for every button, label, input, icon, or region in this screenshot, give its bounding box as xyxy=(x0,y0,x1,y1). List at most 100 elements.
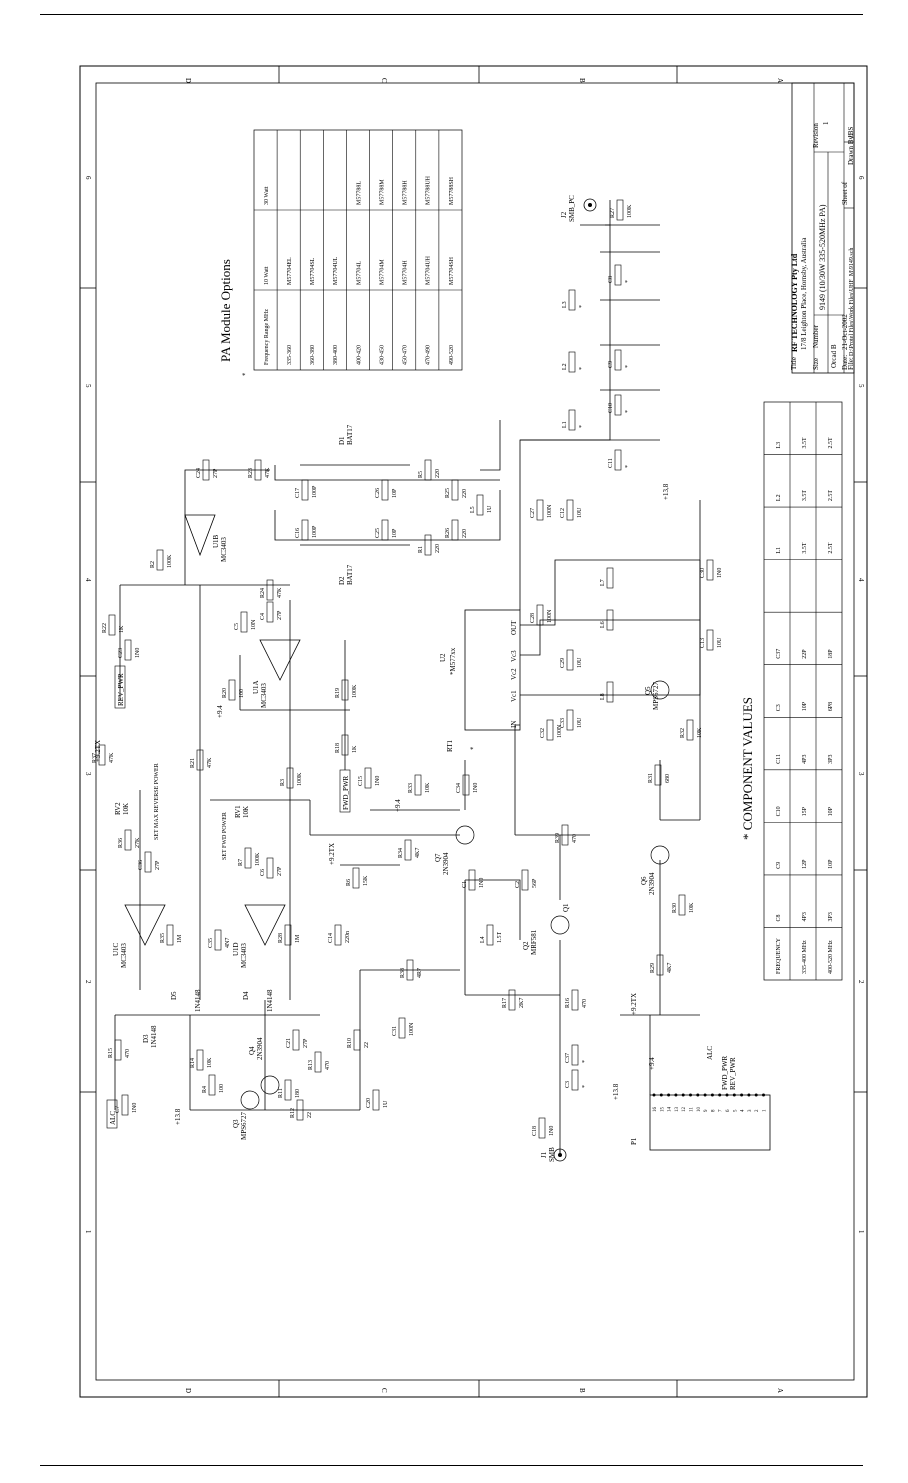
part-value-r30: 10K xyxy=(689,902,695,913)
part-value-c8: * xyxy=(625,280,631,283)
part-body-r34 xyxy=(404,839,412,861)
q5-ref: Q5 xyxy=(644,686,652,695)
u2-pin-vc2: Vc2 xyxy=(510,668,518,680)
part-body-r17 xyxy=(508,989,516,1011)
options-cell: M57788H xyxy=(403,180,409,205)
op-amps: U1B MC3403 U1A MC3403 U1C MC3403 U1D MC3… xyxy=(112,514,301,968)
net-92tx-b: +9.2TX xyxy=(328,843,336,865)
p1-pin-dot xyxy=(725,1093,729,1097)
net-rev-conn: REV_PWR xyxy=(729,1057,737,1090)
part-value-c18: 1N0 xyxy=(549,1126,555,1136)
part-body-c12 xyxy=(566,499,574,521)
part-body-r14 xyxy=(196,1049,204,1071)
part-value-r12: 22 xyxy=(307,1112,313,1118)
part-value-r14: 10K xyxy=(207,1057,213,1068)
rv1-val: 10K xyxy=(242,806,250,818)
part-ref-l8: L8 xyxy=(600,693,606,700)
u2-part: *M577xx xyxy=(449,647,457,675)
part-body-r32 xyxy=(686,719,694,741)
part-value-r38: 4R7 xyxy=(417,968,423,978)
net-alc-left: ALC xyxy=(109,1111,117,1125)
p1-pin-label: 11 xyxy=(690,1107,695,1112)
part-ref-c4: C4 xyxy=(260,613,266,620)
zone-col-l-4: 3 xyxy=(84,772,92,776)
part-ref-r15: R15 xyxy=(108,1048,114,1058)
part-ref-l5: L5 xyxy=(470,506,476,513)
part-body-r38 xyxy=(406,959,414,981)
options-cell: M57704SH xyxy=(449,256,455,285)
options-cell: M57704SL xyxy=(310,257,316,285)
part-body-r25 xyxy=(451,479,459,501)
zone-col-l-2: 5 xyxy=(84,384,92,388)
p1-pin-dot xyxy=(754,1093,758,1097)
part-body-r26 xyxy=(451,519,459,541)
part-ref-c5: C5 xyxy=(234,623,240,630)
part-value-l3: * xyxy=(579,305,585,308)
net-rev-left: REV_PWR xyxy=(117,673,125,706)
part-ref-r36: R36 xyxy=(118,838,124,848)
zone-col-r-5: 2 xyxy=(857,980,865,984)
u2-pin-vc3: Vc3 xyxy=(510,650,518,662)
part-body-c27 xyxy=(536,499,544,521)
top-rule xyxy=(40,14,863,15)
values-cell: 10P xyxy=(828,806,834,816)
d5-ref: D5 xyxy=(170,991,178,1000)
part-body-r33 xyxy=(414,774,422,796)
part-value-c4: 27P xyxy=(277,610,283,620)
part-value-r17: 2K7 xyxy=(519,998,525,1008)
zone-col-r-4: 3 xyxy=(857,772,865,776)
net-94-a: +9.4 xyxy=(216,705,224,718)
part-value-r29: 4K7 xyxy=(667,963,673,973)
part-value-r25: 220 xyxy=(462,489,468,498)
q4-ref: Q4 xyxy=(248,1046,256,1055)
options-cell: M57788L xyxy=(356,181,362,205)
part-value-r28: 1M xyxy=(295,934,301,943)
part-body-r24 xyxy=(266,579,274,601)
u2-pin-out: OUT xyxy=(510,620,518,635)
part-body-c24 xyxy=(202,459,210,481)
values-cell: 335-400 MHz xyxy=(802,940,808,974)
part-ref-r6: R6 xyxy=(346,879,352,886)
company-name: RF TECHNOLOGY Pty Ltd xyxy=(790,253,799,352)
zone-col-l-3: 4 xyxy=(84,578,92,582)
part-body-c9 xyxy=(614,349,622,371)
rv1-note: SET FWD POWER xyxy=(222,812,228,860)
values-cell: 400-520 MHz xyxy=(828,940,834,974)
pa-options-star: * xyxy=(242,372,246,380)
u1b-part: MC3403 xyxy=(220,537,228,562)
part-body-c28 xyxy=(536,604,544,626)
part-body-c2 xyxy=(521,869,529,891)
options-cell: 400-420 xyxy=(356,345,362,365)
semiconductors: Q1 Q2 MRF581 Q3 MPS6727 Q4 2N3904 Q5 MPS… xyxy=(114,424,670,1140)
part-body-c4 xyxy=(266,601,274,623)
part-body-r36 xyxy=(124,829,132,851)
p1-pin-dot xyxy=(667,1093,671,1097)
d3-ref: D3 xyxy=(142,1034,150,1043)
q1-ref: Q1 xyxy=(562,903,570,912)
file-value: D:\Protel Files\Work Files\UHF_M\9149.sc… xyxy=(849,248,855,356)
part-ref-r28: R28 xyxy=(278,933,284,943)
values-header: C11 xyxy=(776,754,782,764)
j2-type: SMB_PC xyxy=(568,195,576,222)
d1-part: BAT17 xyxy=(346,424,354,445)
part-body-r19 xyxy=(341,679,349,701)
part-ref-r23: R23 xyxy=(248,468,254,478)
zone-labels: D C B A D C B A 6 5 4 3 2 1 6 5 4 3 2 1 xyxy=(84,78,865,1393)
part-value-c30: 1N0 xyxy=(717,568,723,578)
q7-ref: Q7 xyxy=(434,853,442,862)
p1-pin-dot xyxy=(696,1093,700,1097)
part-value-r16: 470 xyxy=(582,999,588,1008)
u1a-ref: U1A xyxy=(252,680,260,694)
part-ref-c10: C10 xyxy=(608,403,614,413)
pa-options-table: PA Module Options * Frequency Range MHz1… xyxy=(218,129,463,380)
options-cell: M57788M xyxy=(379,179,385,205)
part-body-r21 xyxy=(196,749,204,771)
part-ref-c2: C2 xyxy=(515,881,521,888)
u1c-ref: U1C xyxy=(112,942,120,956)
part-value-r4: 100 xyxy=(219,1084,225,1093)
p1-pin-dot xyxy=(710,1093,714,1097)
revision-value: 1 xyxy=(822,121,830,125)
part-ref-r18: R18 xyxy=(335,743,341,753)
revision-label: Revision xyxy=(812,123,820,148)
